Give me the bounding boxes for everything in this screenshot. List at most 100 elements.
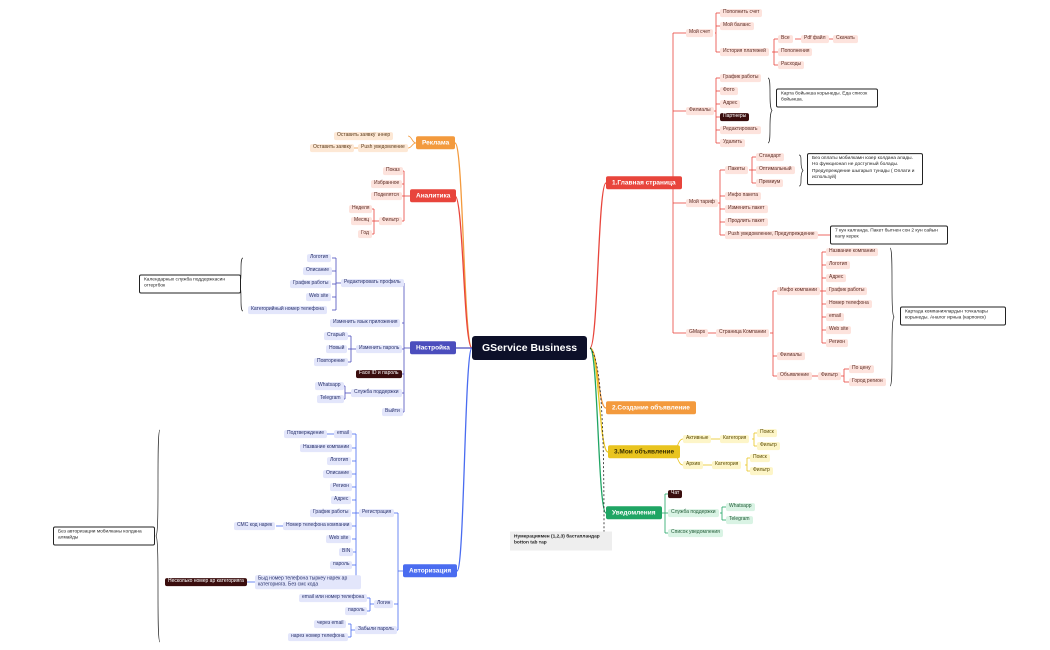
main-package-info[interactable]: Инфо пакета [725, 192, 761, 200]
main-company-info[interactable]: Инфо компании [777, 287, 820, 295]
main-standard[interactable]: Стандарт [756, 153, 785, 161]
settings-whatsapp[interactable]: Whatsapp [315, 382, 344, 390]
auth-bin[interactable]: BIN [339, 548, 354, 556]
auth-password[interactable]: пароль [330, 561, 353, 569]
myads-filter-1[interactable]: Фильтр [757, 442, 780, 450]
settings-language[interactable]: Изменить язык приложения [330, 319, 401, 327]
main-topups[interactable]: Пополнения [778, 48, 813, 56]
main-balance[interactable]: Мой баланс [720, 22, 754, 30]
main-company-page[interactable]: Страница Компании [716, 329, 770, 337]
main-branch-schedule[interactable]: График работы [720, 74, 762, 82]
branch-main-page[interactable]: 1.Главная страница [606, 176, 682, 190]
main-company-name[interactable]: Название компании [826, 248, 879, 256]
main-topup[interactable]: Пополнить счет [720, 9, 763, 17]
auth-description[interactable]: Описание [323, 470, 353, 478]
ad-leave-request-2[interactable]: Оставить заявку [310, 144, 355, 152]
auth-registration[interactable]: Регистрация [359, 509, 395, 517]
main-all[interactable]: Все [778, 35, 793, 43]
main-company-email[interactable]: email [826, 313, 844, 321]
main-delete[interactable]: Удалить [720, 139, 746, 147]
main-company-schedule[interactable]: График работы [826, 287, 868, 295]
settings-exit-button[interactable]: Выйти [382, 408, 403, 416]
analytics-shared[interactable]: Поделятся [371, 192, 402, 200]
settings-change-password[interactable]: Изменить пароль [356, 345, 403, 353]
branch-create-ad[interactable]: 2.Создание объявление [606, 401, 696, 415]
main-history[interactable]: История платежей [720, 48, 769, 56]
settings-edit-profile[interactable]: Редактировать профиль [341, 279, 404, 287]
settings-website[interactable]: Web site [306, 293, 332, 301]
main-account[interactable]: Мой счет [686, 29, 714, 37]
settings-description[interactable]: Описание [303, 267, 333, 275]
main-company-region[interactable]: Регион [826, 339, 849, 347]
notify-chat[interactable]: Чат [668, 490, 683, 498]
myads-search-2[interactable]: Поиск [750, 454, 770, 462]
main-tariff[interactable]: Мой тариф [686, 199, 718, 207]
main-pdf[interactable]: Pdf файл [801, 35, 829, 43]
auth-confirmation[interactable]: Подтверждение [284, 430, 328, 438]
branch-my-ads[interactable]: 3.Мои объявление [608, 445, 681, 459]
myads-category-1[interactable]: Категория [720, 435, 750, 443]
settings-category-phone[interactable]: Категорийный номер телефона [248, 306, 327, 314]
analytics-month[interactable]: Месяц [351, 217, 373, 225]
main-address[interactable]: Адрес [720, 100, 741, 108]
main-city-region[interactable]: Город регион [849, 378, 886, 386]
main-company-web[interactable]: Web site [826, 326, 852, 334]
settings-new-password[interactable]: Новый [326, 345, 348, 353]
analytics-year[interactable]: Год [358, 230, 372, 238]
auth-company-name[interactable]: Название компании [300, 444, 353, 452]
notify-support[interactable]: Служба поддержки [668, 509, 719, 517]
auth-schedule[interactable]: График работы [310, 509, 352, 517]
main-premium[interactable]: Премиум [756, 179, 784, 187]
auth-one-phone[interactable]: Быд номер телефона тыркеу нарек ар катег… [255, 575, 361, 589]
analytics-show[interactable]: Показ [383, 167, 403, 175]
myads-category-2[interactable]: Категория [712, 461, 742, 469]
main-download[interactable]: Скачать [833, 35, 858, 43]
branch-settings[interactable]: Настройка [410, 341, 456, 355]
main-partners[interactable]: Партнеры [720, 113, 750, 121]
ad-leave-request-1[interactable]: Оставить заявку [334, 132, 379, 140]
main-branches[interactable]: Филиалы [686, 107, 714, 115]
myads-search-1[interactable]: Поиск [757, 429, 777, 437]
settings-schedule[interactable]: График работы [290, 280, 332, 288]
main-extend-package[interactable]: Продлить пакет [725, 218, 768, 226]
ad-push[interactable]: Push уведомление [358, 144, 408, 152]
auth-several-phones[interactable]: Несколько номер ар категорияга [165, 578, 247, 586]
ad-banner[interactable]: Баннер [370, 132, 394, 140]
main-company-logo[interactable]: Логотип [826, 261, 851, 269]
notify-list[interactable]: Список уведомления [668, 529, 723, 537]
main-edit[interactable]: Редактировать [720, 126, 761, 134]
auth-sms-code[interactable]: СМС код нарек [234, 522, 276, 530]
main-change-package[interactable]: Изменить пакет [725, 205, 768, 213]
settings-repeat-password[interactable]: Повторение [314, 358, 348, 366]
analytics-favorite[interactable]: Избранное [371, 180, 403, 188]
branch-ad[interactable]: Реклама [416, 136, 456, 150]
auth-forgot-password[interactable]: Забыли пароль [355, 626, 397, 634]
auth-email[interactable]: email [334, 430, 352, 438]
auth-via-phone[interactable]: нарез номер телефона [288, 633, 348, 641]
analytics-week[interactable]: Неделя [349, 205, 373, 213]
auth-region[interactable]: Регион [330, 483, 353, 491]
branch-analytics[interactable]: Аналитика [410, 189, 457, 203]
settings-support[interactable]: Служба поддержки [351, 389, 402, 397]
main-by-price[interactable]: По цену [849, 365, 874, 373]
auth-login-password[interactable]: пароль [345, 607, 368, 615]
main-optimal[interactable]: Оптимальный [756, 166, 795, 174]
settings-faceid[interactable]: Face ID и пароль [356, 370, 402, 378]
main-ads-filter[interactable]: Фильтр [818, 372, 841, 380]
notify-whatsapp[interactable]: Whatsapp [726, 503, 755, 511]
myads-active[interactable]: Активные [683, 435, 712, 443]
settings-old-password[interactable]: Старый [324, 332, 348, 340]
auth-via-email[interactable]: через email [314, 620, 347, 628]
branch-auth[interactable]: Авторизация [403, 564, 458, 578]
main-company-phone[interactable]: Номер телефона [826, 300, 872, 308]
myads-filter-2[interactable]: Фильтр [750, 467, 773, 475]
analytics-filter[interactable]: Фильтр [379, 217, 402, 225]
main-company-branches[interactable]: Филиалы [777, 352, 805, 360]
myads-archive[interactable]: Архив [683, 461, 704, 469]
main-ads[interactable]: Объявление [777, 372, 812, 380]
main-photo[interactable]: Фото [720, 87, 738, 95]
auth-address[interactable]: Адрес [331, 496, 352, 504]
main-packages[interactable]: Пакеты [725, 166, 749, 174]
root-node[interactable]: GService Business [472, 335, 588, 361]
auth-company-phone[interactable]: Номер телефона компании [283, 522, 353, 530]
